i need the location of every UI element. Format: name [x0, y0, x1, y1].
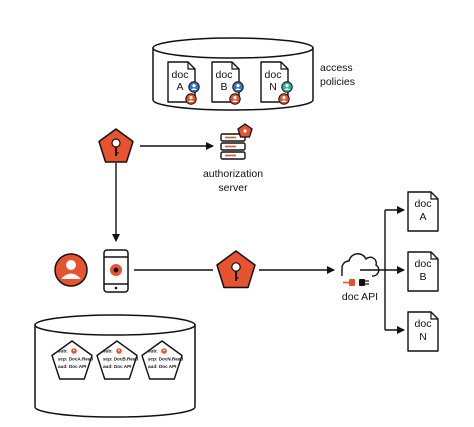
token-claim-text: sub: [148, 349, 158, 354]
doc-label-line: A [176, 81, 183, 93]
token-claim-text: sub: [103, 349, 113, 354]
token-claim-text: scp: DocN.Read [148, 357, 183, 362]
doc-label-line: N [419, 331, 427, 343]
doc-label-line: doc [216, 69, 233, 81]
doc-label-line: A [419, 211, 426, 223]
doc-label-line: doc [265, 69, 282, 81]
user-badge-icon [229, 93, 241, 105]
token-claim-text: aud: Doc API [103, 364, 131, 369]
connector-lines [112, 142, 405, 334]
token-pentagon-icon: sub: scp: DocA.Read aud: Doc API [51, 340, 93, 380]
token-claim-text: sub: [58, 349, 68, 354]
tokens: sub: scp: DocA.Read aud: Doc API sub: scp: D… [51, 340, 183, 380]
user-badge-icon [278, 93, 290, 105]
key-shield-icon [98, 128, 134, 163]
token-claim-text: scp: DocA.Read [58, 357, 93, 362]
doc-api-label: doc API [342, 291, 378, 303]
access-policies-label-line2: policies [320, 76, 355, 88]
user-badge-icon [232, 81, 244, 93]
authorization-server-label-line1: authorization [203, 168, 263, 180]
doc-label-line: doc [415, 258, 432, 270]
user-badge-icon [185, 93, 197, 105]
user-badge-icon [281, 81, 293, 93]
user-badge-icon [188, 81, 200, 93]
token-pentagon-icon: sub: scp: DocN.Read aud: Doc API [141, 340, 183, 380]
token-claim-text: aud: Doc API [148, 364, 176, 369]
doc-label-line: doc [415, 198, 432, 210]
server-stack-icon [220, 123, 253, 160]
token-pentagon-icon: sub: scp: DocB.Read aud: Doc API [96, 340, 138, 380]
doc-label-line: doc [172, 69, 189, 81]
token-claim-text: scp: DocB.Read [103, 357, 138, 362]
access-token-key-shield-icon [216, 250, 256, 289]
cloud-plug-icon [341, 253, 380, 286]
user-icon [54, 253, 88, 287]
doc-label-line: B [419, 271, 426, 283]
authorization-server-label-line2: server [218, 182, 248, 194]
smartphone-icon [103, 249, 129, 293]
doc-label-line: doc [415, 318, 432, 330]
token-claim-text: aud: Doc API [58, 364, 86, 369]
doc-label-line: N [269, 81, 277, 93]
access-policies-label-line1: access [320, 62, 353, 74]
doc-label-line: B [220, 81, 227, 93]
